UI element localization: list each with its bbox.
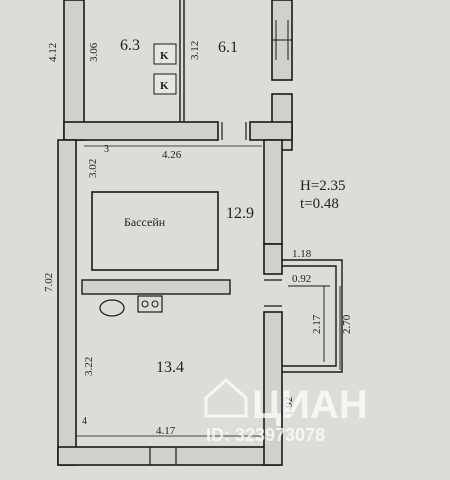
room-number-4: 4 — [82, 416, 87, 427]
dim-3-12: 3.12 — [189, 41, 201, 60]
door-right — [264, 279, 282, 307]
watermark-brand: ЦИАН — [252, 383, 368, 427]
stove-icon — [137, 295, 163, 313]
room-area-6-3: 6.3 — [120, 37, 140, 54]
wall-lower-left — [57, 139, 77, 466]
wall-lower-bottom — [57, 446, 281, 466]
dim-1-18: 1.18 — [292, 248, 312, 260]
dim-0-92: 0.92 — [292, 273, 311, 285]
sink-icon — [99, 299, 125, 317]
k-box-2 — [153, 73, 177, 95]
dim-4-17: 4.17 — [156, 425, 176, 437]
dim-3-06: 3.06 — [88, 42, 100, 62]
wall-middle-left — [63, 121, 219, 141]
window-upper-right — [272, 20, 292, 60]
dim-7-02: 7.02 — [43, 273, 55, 292]
dim-2-70: 2.70 — [341, 314, 353, 334]
k-label-2: K — [160, 80, 169, 92]
dim-3-22: 3.22 — [83, 357, 95, 376]
watermark-logo-icon — [204, 377, 248, 418]
room-area-12-9: 12.9 — [226, 205, 254, 222]
watermark-id: ID: 323973078 — [206, 425, 325, 445]
wall-lower-right-mid — [263, 243, 283, 275]
room-area-6-1: 6.1 — [218, 39, 238, 56]
k-box-1 — [153, 43, 177, 65]
wall-middle-right — [249, 121, 293, 141]
room-area-13-4: 13.4 — [156, 359, 184, 376]
dim-1-92: 1.92 — [283, 397, 295, 416]
door-bottom — [149, 447, 177, 465]
dim-4-12: 4.12 — [47, 43, 59, 62]
wall-upper-left — [63, 0, 85, 141]
dim-4-26: 4.26 — [162, 149, 182, 161]
room-number-3: 3 — [104, 144, 109, 155]
partition-counter — [81, 279, 231, 295]
k-label-1: K — [160, 50, 169, 62]
pool-outline — [91, 191, 219, 271]
stove-burner-icon — [151, 300, 159, 308]
stove-burner-icon — [141, 300, 149, 308]
door-middle — [221, 122, 247, 140]
wall-lower-right-bottom — [263, 311, 283, 466]
dim-2-17: 2.17 — [311, 314, 323, 334]
lower-walls — [57, 139, 283, 466]
wall-lower-right-top — [263, 139, 283, 245]
dim-3-02: 3.02 — [87, 159, 99, 178]
porch-dim-lines — [288, 285, 341, 370]
note-height: H=2.35 — [300, 178, 346, 194]
porch — [282, 259, 343, 373]
pool-label: Бассейн — [124, 215, 166, 229]
note-thickness: t=0.48 — [300, 196, 339, 212]
